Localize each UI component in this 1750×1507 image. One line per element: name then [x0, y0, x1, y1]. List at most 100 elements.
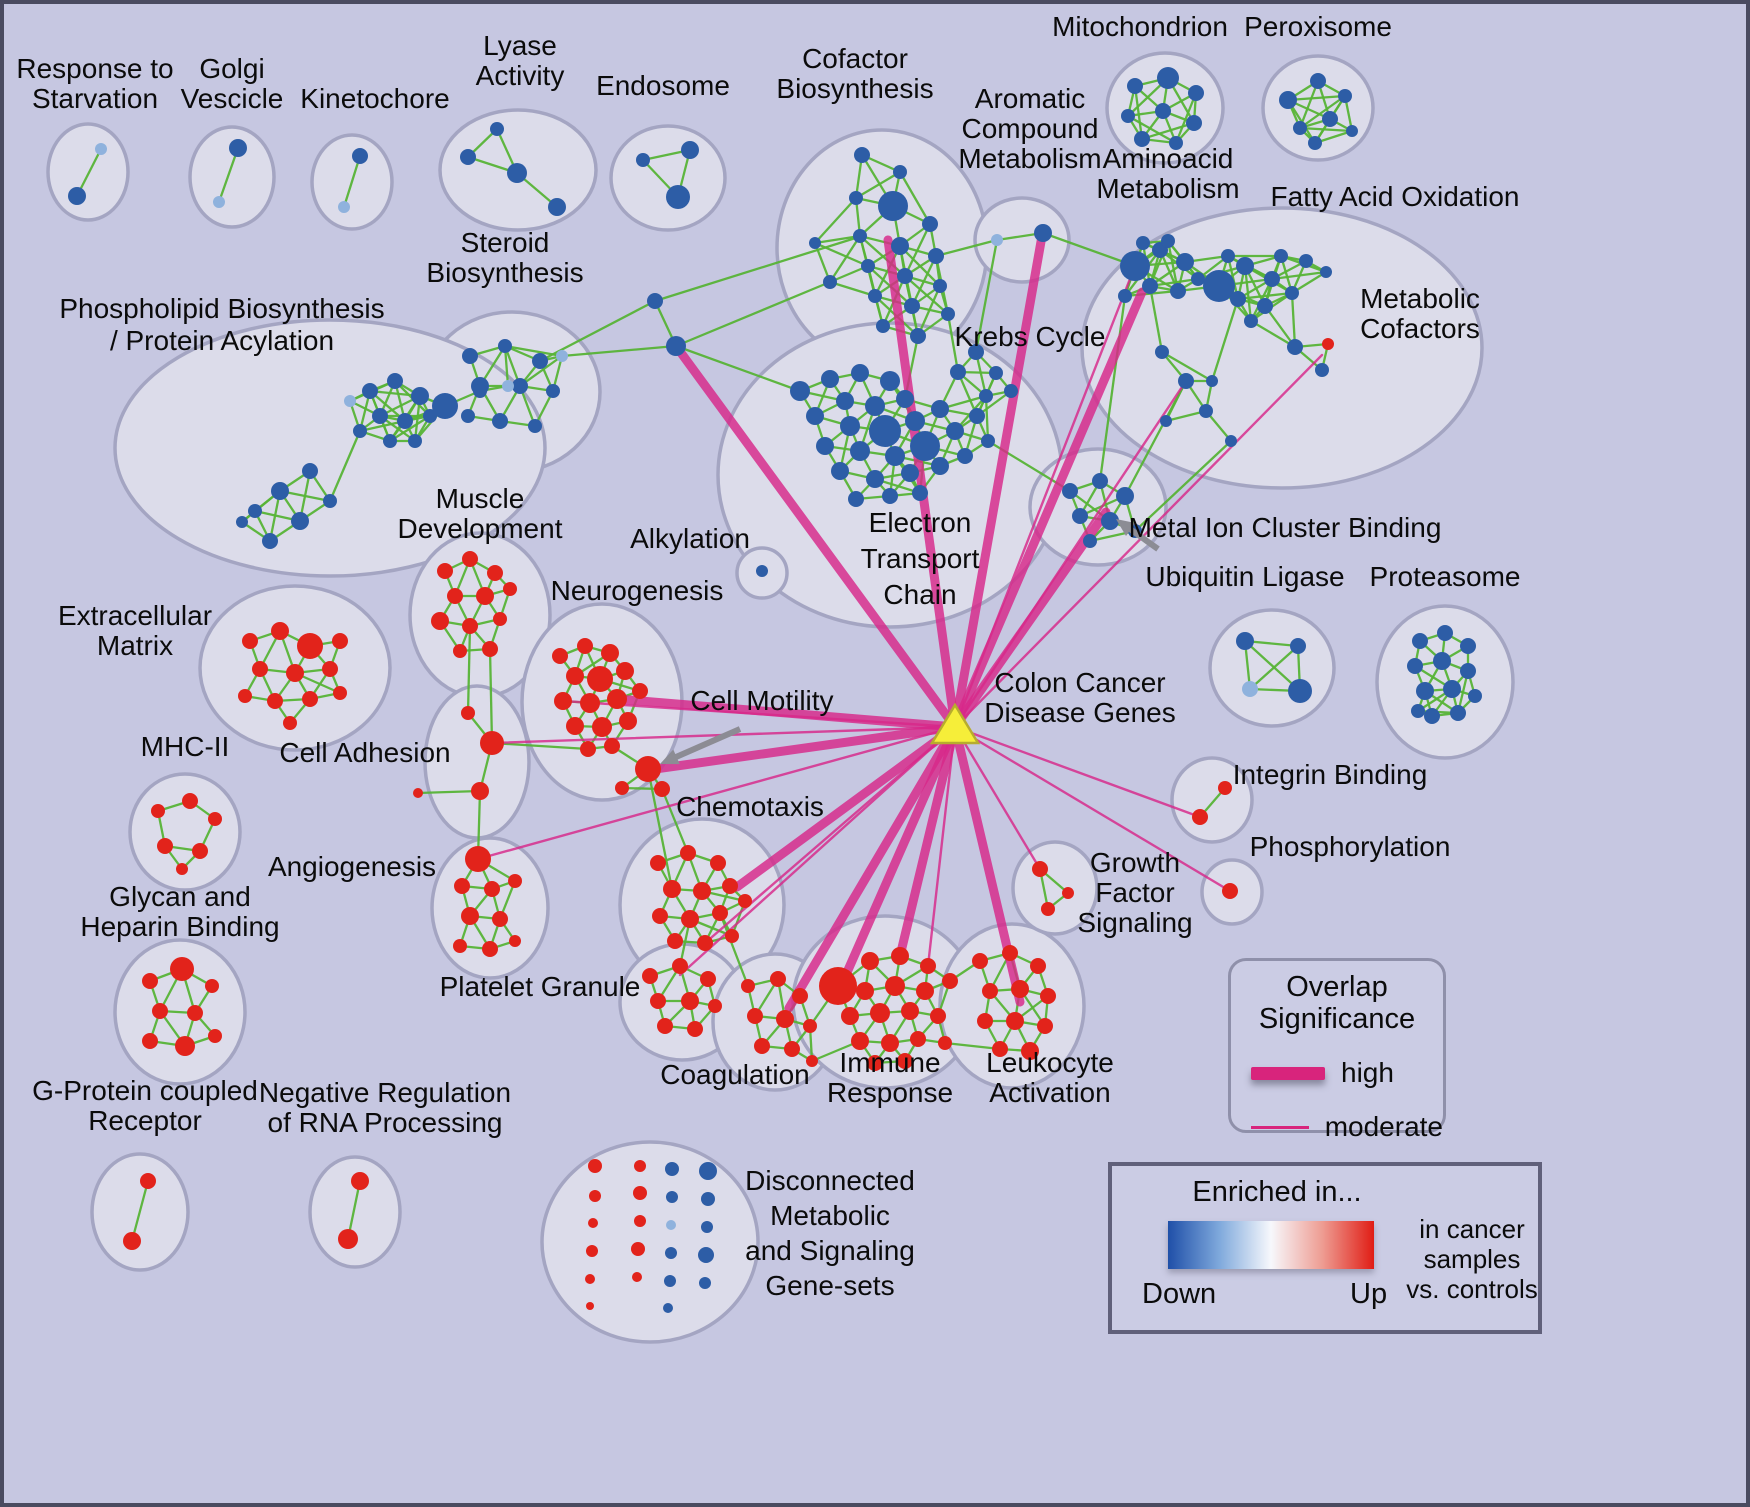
- metabolic-region-edge: [1161, 351, 1213, 382]
- green-link: [561, 344, 677, 358]
- extracellular-matrix-node: [267, 693, 283, 709]
- electron-transport-chain-node: [957, 448, 973, 464]
- cofactor-biosynthesis-node: [941, 307, 955, 321]
- mitochondrion-edge: [1141, 121, 1195, 141]
- golgi-vescicle-edge: [217, 147, 240, 203]
- immune-response-node: [881, 1034, 899, 1052]
- cell-adhesion-node: [471, 782, 489, 800]
- mhc-ii-node: [208, 812, 222, 826]
- negative-regulation-rna-processing-bubble: [308, 1155, 402, 1269]
- phospholipid-protein-acylation-node: [473, 384, 487, 398]
- metabolic-region-node: [1155, 345, 1169, 359]
- cofactor-biosynthesis-edge: [899, 171, 931, 225]
- phospholipid-protein-acylation-node: [387, 373, 403, 389]
- label-neurogenesis: Neurogenesis: [551, 575, 724, 606]
- electron-transport-chain-node: [821, 370, 839, 388]
- peroxisome-node: [1322, 111, 1338, 127]
- platelet-granule-node: [650, 993, 666, 1009]
- ubiquitin-ligase-edge: [1249, 645, 1299, 690]
- phospholipid-protein-acylation-node: [502, 380, 514, 392]
- neurogenesis-cell-motility-node: [566, 717, 584, 735]
- ubiquitin-ligase-node: [1242, 681, 1258, 697]
- layer-arrows: [660, 519, 1160, 765]
- overlap-edge-moderate: [953, 725, 1232, 893]
- mitochondrion-node: [1121, 109, 1135, 123]
- cofactor-biosynthesis-node: [904, 298, 920, 314]
- label-peroxisome: Peroxisome: [1244, 11, 1392, 42]
- metabolic-region-node: [1191, 272, 1205, 286]
- mitochondrion-node: [1134, 131, 1150, 147]
- connector-nodes-node: [647, 293, 663, 309]
- mitochondrion-node: [1169, 136, 1183, 150]
- metal-ion-cluster-binding-node: [1116, 487, 1134, 505]
- angiogenesis-node: [482, 941, 498, 957]
- electron-transport-chain-node: [816, 437, 834, 455]
- proteasome-node: [1468, 689, 1482, 703]
- metabolic-region-node: [1287, 339, 1303, 355]
- green-link: [654, 234, 863, 303]
- cofactor-biosynthesis-node: [910, 328, 926, 344]
- label-chemotaxis: Chemotaxis: [676, 791, 824, 822]
- electron-transport-chain-node: [869, 415, 901, 447]
- response-to-starvation-node: [95, 143, 107, 155]
- green-link: [974, 239, 999, 353]
- disconnected-gene-sets-node: [698, 1247, 714, 1263]
- disconnected-gene-sets-node: [663, 1303, 673, 1313]
- glycan-heparin-binding-node: [205, 979, 219, 993]
- neurogenesis-cell-motility-node: [566, 667, 584, 685]
- platelet-granule-node: [708, 999, 722, 1013]
- high-significance-line-swatch: [1251, 1066, 1325, 1080]
- muscle-development-node: [453, 644, 467, 658]
- electron-transport-chain-node: [896, 390, 914, 408]
- extracellular-matrix-node: [242, 633, 258, 649]
- label-krebs-cycle: Krebs Cycle: [955, 321, 1106, 352]
- mhc-ii-node: [176, 863, 188, 875]
- electron-transport-chain-node: [979, 389, 993, 403]
- cofactor-biosynthesis-edge: [855, 171, 901, 199]
- phospholipid-protein-acylation-node: [302, 463, 318, 479]
- metal-ion-cluster-binding-node: [1101, 512, 1119, 530]
- angiogenesis-node: [465, 846, 491, 872]
- disconnected-gene-sets-node: [588, 1218, 598, 1228]
- glycan-heparin-binding-node: [142, 973, 158, 989]
- muscle-development-node: [437, 563, 453, 579]
- neurogenesis-cell-motility-node: [607, 689, 627, 709]
- coagulation-node: [747, 1008, 763, 1024]
- peroxisome-node: [1279, 91, 1297, 109]
- proteasome-node: [1412, 633, 1428, 649]
- proteasome-node: [1411, 704, 1425, 718]
- coagulation-node: [803, 1019, 817, 1033]
- platelet-granule-node: [700, 971, 716, 987]
- label-metal-ion-cluster-binding: Metal Ion Cluster Binding: [1129, 512, 1442, 543]
- coagulation-node: [784, 1041, 800, 1057]
- electron-transport-chain-node: [969, 408, 985, 424]
- metabolic-region-node: [1225, 435, 1237, 447]
- green-link: [1042, 231, 1136, 268]
- cofactor-biosynthesis-node: [878, 191, 908, 221]
- immune-response-node: [920, 958, 936, 974]
- leukocyte-activation-node: [977, 1013, 993, 1029]
- mhc-ii-node: [157, 838, 173, 854]
- cofactor-biosynthesis-node: [849, 191, 863, 205]
- disconnected-gene-sets-node: [634, 1160, 646, 1172]
- lyase-activity-node: [490, 122, 504, 136]
- chemotaxis-node: [697, 935, 713, 951]
- proteasome-node: [1450, 705, 1466, 721]
- disconnected-gene-sets-node: [586, 1302, 594, 1310]
- label-phospholipid-protein-acylation: Phospholipid Biosynthesis/ Protein Acyla…: [59, 293, 384, 356]
- immune-response-node: [901, 1002, 919, 1020]
- steroid-biosynthesis-node: [461, 409, 475, 423]
- green-link: [1148, 285, 1164, 353]
- cofactor-biosynthesis-node: [854, 147, 870, 163]
- enrichment-color-legend: Enriched in... Down Up in cancer samples…: [1108, 1162, 1542, 1334]
- cell-adhesion-edge: [417, 789, 481, 795]
- extracellular-matrix-node: [302, 691, 318, 707]
- metabolic-region-node: [1322, 338, 1334, 350]
- steroid-biosynthesis-node: [556, 350, 568, 362]
- neurogenesis-cell-motility-node: [615, 781, 629, 795]
- proteasome-node: [1437, 625, 1453, 641]
- electron-transport-chain-node: [931, 457, 949, 475]
- overlap-significance-legend: Overlap Significance high moderate: [1228, 958, 1446, 1142]
